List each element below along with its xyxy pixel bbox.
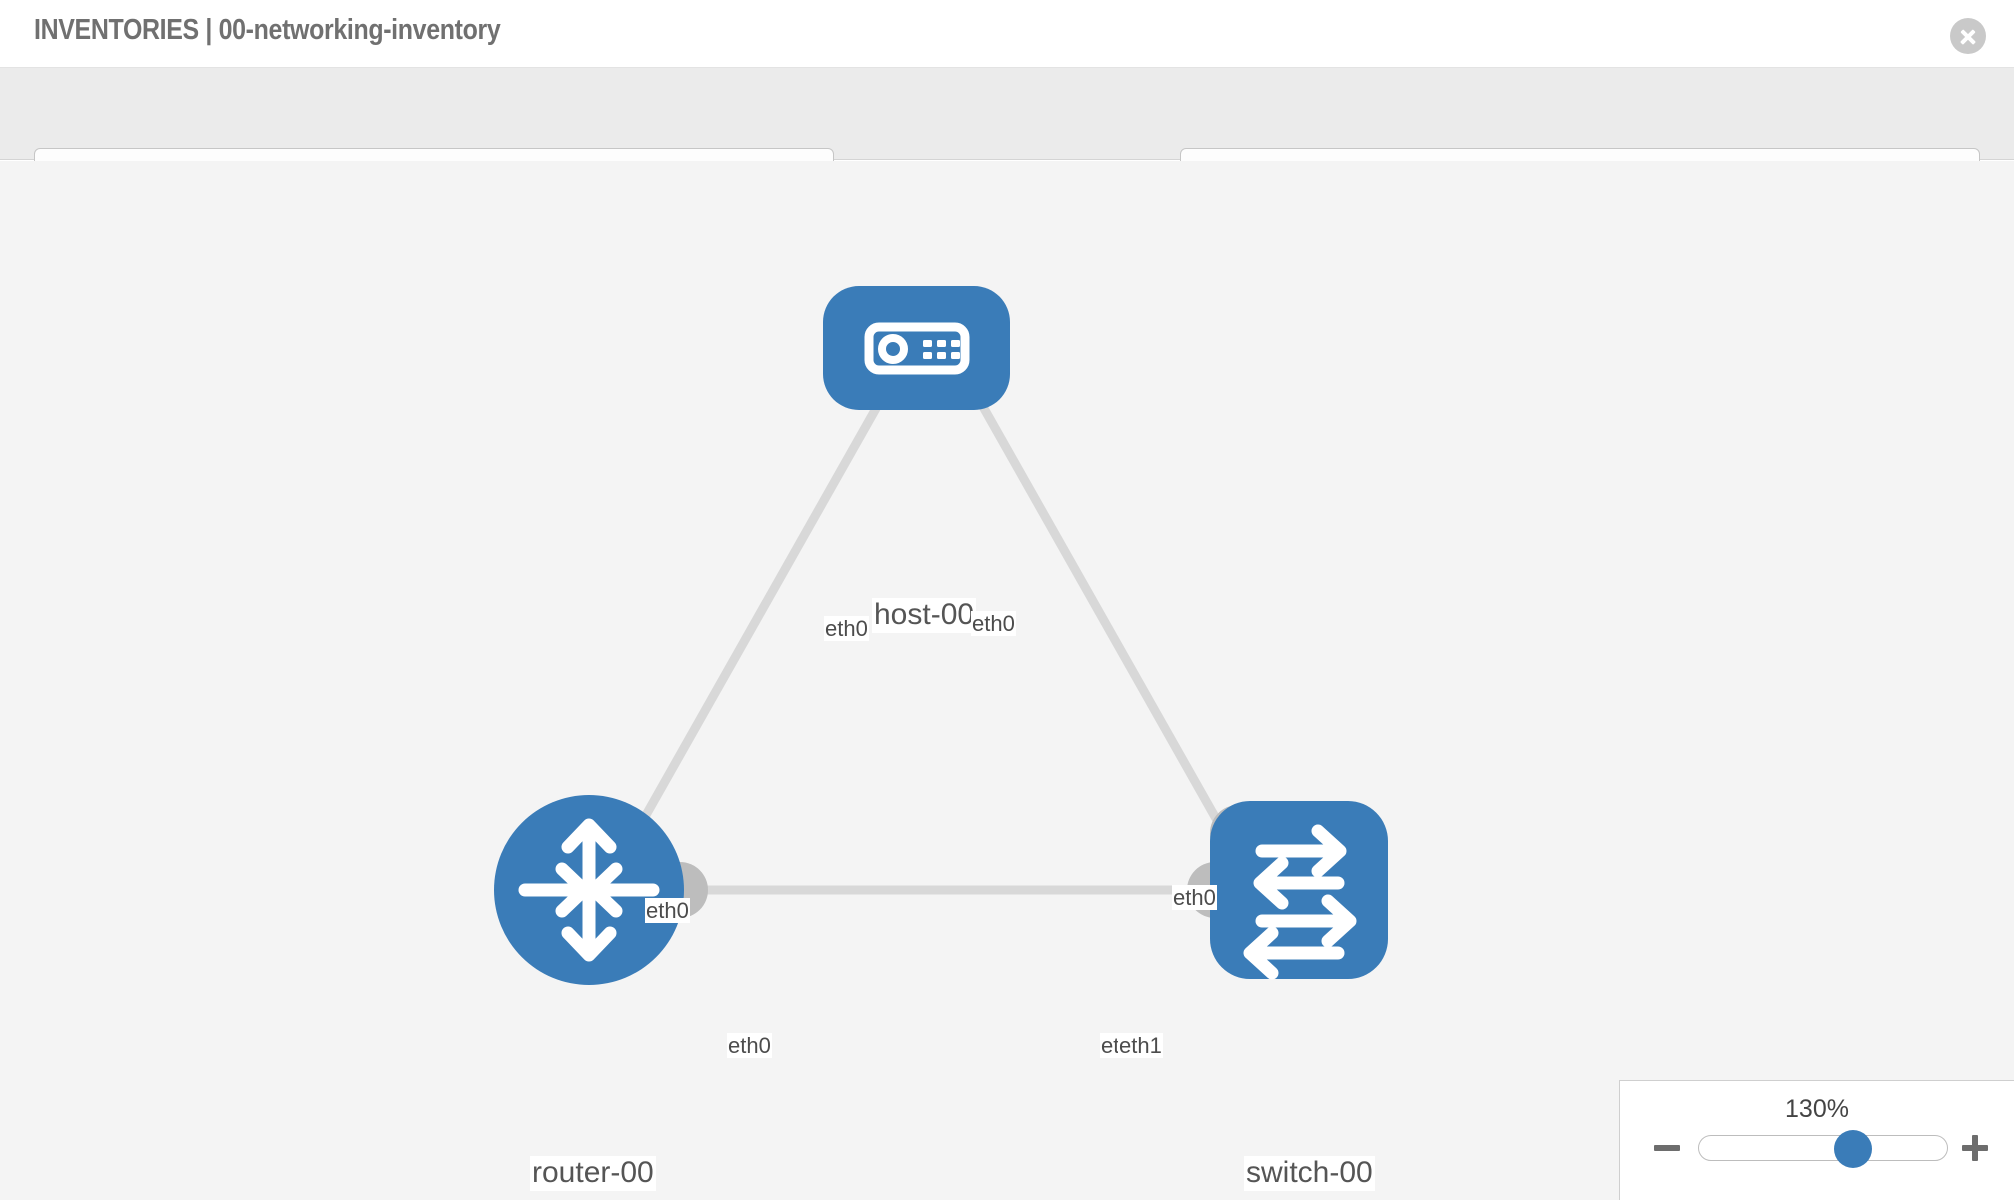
zoom-out-button[interactable] (1652, 1133, 1682, 1163)
edge-host-router (616, 363, 904, 864)
node-host-00 (823, 286, 1010, 410)
node-switch-00 (1210, 801, 1388, 980)
iface-label-host-left: eth0 (824, 616, 869, 642)
close-icon[interactable] (1950, 18, 1986, 54)
iface-label-host-right: eth0 (971, 611, 1016, 637)
node-label-router[interactable]: router-00 (530, 1156, 656, 1191)
router-arrows-icon (518, 818, 660, 962)
page-header: INVENTORIES | 00-networking-inventory (0, 0, 2014, 68)
zoom-slider-handle[interactable] (1834, 1130, 1872, 1168)
server-icon (864, 322, 970, 375)
toolbar: ACTIONS SEARCH (0, 68, 2014, 202)
zoom-in-button[interactable] (1960, 1133, 1990, 1163)
node-label-switch[interactable]: switch-00 (1244, 1156, 1375, 1191)
switch-arrows-icon (1243, 824, 1357, 980)
topology-graph (494, 286, 1388, 985)
page-title: INVENTORIES | 00-networking-inventory (34, 14, 501, 46)
iface-label-switch-left-b: eth1 (1118, 1033, 1163, 1059)
topology-canvas[interactable]: host-00 router-00 switch-00 eth0 eth0 et… (0, 161, 2014, 1200)
zoom-percent-label: 130% (1785, 1095, 1849, 1123)
iface-label-router-right: eth0 (727, 1033, 772, 1059)
iface-label-switch-top: eth0 (1172, 885, 1217, 911)
iface-label-router-top: eth0 (645, 898, 690, 924)
node-router-00 (494, 795, 684, 985)
edge-host-switch (956, 363, 1244, 864)
zoom-control-panel: 130% (1619, 1080, 2014, 1200)
node-label-host[interactable]: host-00 (872, 598, 977, 633)
zoom-slider[interactable] (1698, 1130, 1948, 1168)
topology-edges (616, 363, 1244, 895)
